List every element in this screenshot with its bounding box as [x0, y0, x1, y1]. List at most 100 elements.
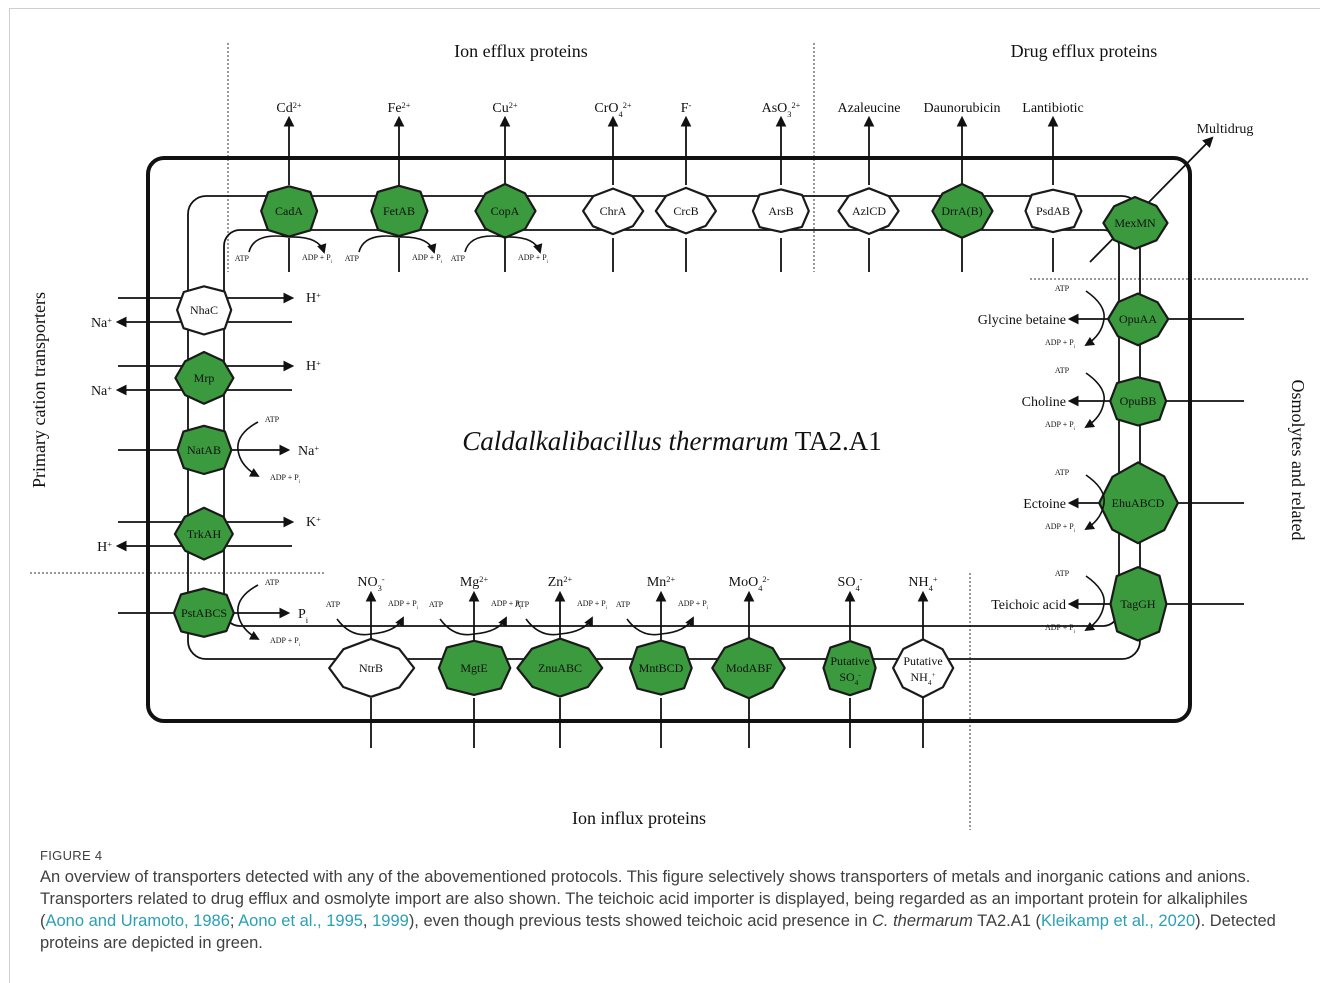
transporter-label: CopA — [491, 204, 520, 218]
drug-efflux-heading: Drug efflux proteins — [1011, 41, 1158, 61]
transporter-label: OpuBB — [1120, 394, 1157, 408]
atp-arrow — [525, 616, 593, 636]
atp-label: ATP — [515, 600, 530, 609]
substrate-label: H+ — [97, 540, 112, 556]
transporter-label: SO4- — [839, 670, 861, 687]
adp-label: ADP + Pi — [491, 599, 522, 611]
transporter-diagram: Ion efflux proteins Drug efflux proteins… — [29, 41, 1310, 830]
substrate-label: Azaleucine — [838, 101, 901, 116]
flux-arrow — [1089, 136, 1214, 263]
transporter-chra — [582, 187, 645, 236]
substrate-label: F- — [681, 101, 692, 117]
atp-label: ATP — [326, 600, 341, 609]
substrate-label: Mn2+ — [647, 575, 676, 591]
atp-arrow — [237, 421, 260, 477]
reference-link[interactable]: 1999 — [372, 912, 409, 930]
adp-label: ADP + Pi — [577, 599, 608, 611]
atp-arrow — [237, 584, 260, 640]
atp-arrow — [626, 616, 694, 636]
transporter-label: MgtE — [460, 661, 487, 675]
transporter-putative-so4 — [822, 640, 877, 697]
transporter-label: ModABF — [726, 661, 772, 675]
substrate-label: NH4+ — [908, 575, 937, 593]
transporter-label: ZnuABC — [538, 661, 582, 675]
substrate-label: Fe2+ — [388, 101, 411, 117]
atp-label: ATP — [345, 254, 360, 263]
adp-label: ADP + Pi — [1045, 420, 1076, 432]
transporter-modabf — [711, 637, 786, 700]
substrate-label: Lantibiotic — [1022, 101, 1083, 116]
transporter-arsb — [751, 188, 810, 233]
transporter-azlcd — [837, 187, 900, 235]
transporter-ehuabcd — [1098, 461, 1179, 545]
reference-link[interactable]: Aono et al., 1995 — [238, 912, 363, 930]
atp-label: ATP — [451, 254, 466, 263]
substrate-label: Mg2+ — [460, 575, 489, 591]
transporter-label: OpuAA — [1119, 312, 1157, 326]
transporter-mrp — [174, 350, 235, 405]
transporter-label: PsdAB — [1036, 204, 1070, 218]
reference-link[interactable]: Kleikamp et al., 2020 — [1041, 912, 1196, 930]
transporter-label: MexMN — [1114, 216, 1156, 230]
substrate-label: CrO42+ — [594, 101, 632, 119]
substrate-label: Pi — [298, 607, 309, 625]
transporter-nhac — [176, 285, 233, 336]
atp-label: ATP — [235, 254, 250, 263]
transporter-label: NH4+ — [911, 670, 936, 687]
transporter-trkah — [173, 506, 234, 561]
transporter-label: Mrp — [194, 371, 215, 385]
adp-label: ADP + Pi — [518, 253, 549, 265]
transporter-opubb — [1109, 376, 1168, 427]
atp-label: ATP — [1055, 468, 1070, 477]
transporter-drra-b- — [931, 182, 994, 239]
substrate-label: SO4- — [838, 575, 863, 593]
substrate-label: Na+ — [91, 384, 112, 400]
substrate-label: Na+ — [298, 444, 319, 460]
atp-label: ATP — [616, 600, 631, 609]
substrate-label: Cu2+ — [492, 101, 518, 117]
adp-label: ADP + Pi — [388, 599, 419, 611]
transporter-fetab — [370, 184, 429, 238]
transporter-label: ChrA — [600, 204, 627, 218]
transporter-crcb — [654, 186, 717, 235]
transporter-opuaa — [1107, 292, 1170, 347]
substrate-label: K+ — [306, 515, 321, 531]
reference-link[interactable]: Aono and Uramoto, 1986 — [45, 912, 230, 930]
substrate-label: Ectoine — [1023, 497, 1066, 512]
adp-label: ADP + Pi — [270, 636, 301, 648]
atp-label: ATP — [1055, 569, 1070, 578]
transporter-label: CadA — [275, 204, 303, 218]
atp-label: ATP — [1055, 284, 1070, 293]
membrane-inner — [223, 229, 1120, 627]
atp-arrow — [248, 235, 327, 254]
atp-label: ATP — [265, 578, 280, 587]
adp-label: ADP + Pi — [1045, 522, 1076, 534]
adp-label: ADP + Pi — [302, 253, 333, 265]
atp-label: ATP — [265, 415, 280, 424]
figure-caption: An overview of transporters detected wit… — [40, 868, 1276, 952]
substrate-label: Multidrug — [1197, 122, 1254, 137]
figure-frame-top — [9, 8, 1320, 9]
transporter-label: CrcB — [673, 204, 698, 218]
figure-frame-left — [9, 8, 10, 983]
adp-label: ADP + Pi — [1045, 338, 1076, 350]
figure-label: FIGURE 4 — [40, 848, 103, 863]
transporter-mgte — [437, 639, 512, 696]
transporter-label: Putative — [903, 654, 942, 668]
transporter-label: FetAB — [383, 204, 415, 218]
transporter-taggh — [1109, 566, 1168, 642]
adp-label: ADP + Pi — [1045, 623, 1076, 635]
atp-arrow — [1084, 290, 1105, 347]
substrate-label: Choline — [1022, 395, 1066, 410]
atp-arrow — [439, 616, 507, 636]
transporter-label: TrkAH — [187, 527, 222, 541]
adp-label: ADP + Pi — [270, 473, 301, 485]
substrate-label: Zn2+ — [548, 575, 573, 591]
atp-label: ATP — [429, 600, 444, 609]
transporter-putative-nh4 — [892, 638, 955, 699]
transporter-label: Putative — [830, 654, 869, 668]
substrate-label: H+ — [306, 291, 321, 307]
transporter-label: NatAB — [187, 443, 221, 457]
substrate-label: NO3- — [357, 575, 384, 593]
substrate-label: H+ — [306, 359, 321, 375]
